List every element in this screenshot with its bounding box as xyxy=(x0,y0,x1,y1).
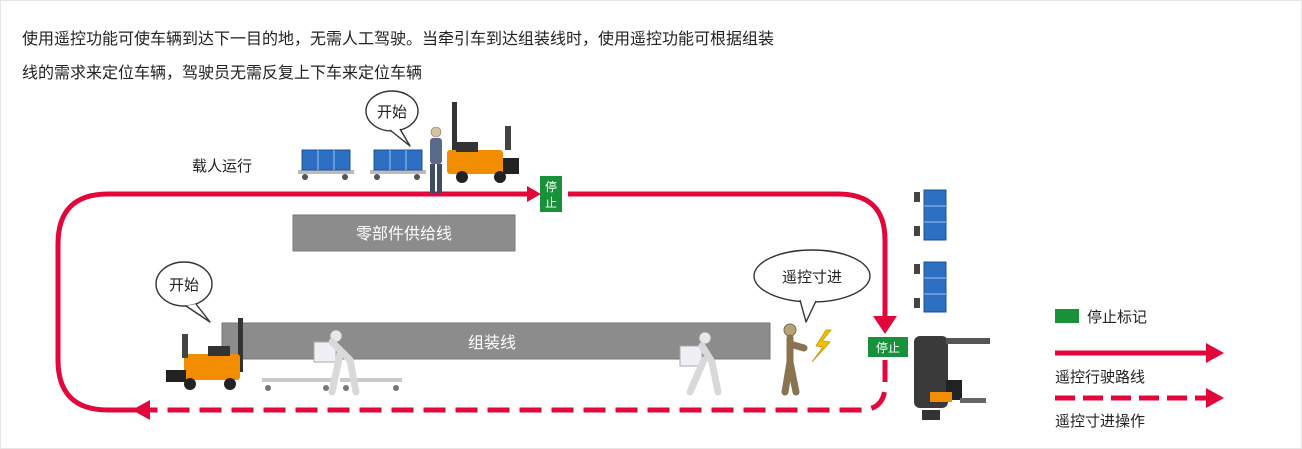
blue-container-cart-icon xyxy=(914,261,947,313)
lightning-signal-icon xyxy=(811,329,832,363)
stop-sign-right: 停止 xyxy=(868,337,908,357)
legend-remote-inching-label: 遥控寸进操作 xyxy=(1055,412,1145,430)
tow-tractor-icon xyxy=(914,336,990,420)
route-right-solid xyxy=(568,191,888,318)
stop-sign-right-label: 停止 xyxy=(876,340,900,355)
legend-stop-mark-label: 停止标记 xyxy=(1087,308,1147,326)
empty-cart-icon xyxy=(340,378,402,391)
remote-inching-arrow xyxy=(1206,388,1224,408)
route-arrow-top xyxy=(527,186,541,202)
start-bubble-left: 开始 xyxy=(155,261,213,323)
manned-running-label: 载人运行 xyxy=(192,157,252,175)
stop-sign-top-char-1: 停 xyxy=(545,179,557,194)
worker-icon xyxy=(313,329,360,396)
remote-route-loop xyxy=(55,191,888,413)
start-bubble-top: 开始 xyxy=(365,90,419,147)
blue-container-cart-icon xyxy=(298,149,354,180)
legend: 停止标记 遥控行驶路线 遥控寸进操作 xyxy=(1055,308,1224,430)
legend-remote-inching: 遥控寸进操作 xyxy=(1055,388,1224,430)
route-bottom-dashed xyxy=(150,360,888,413)
description: 使用遥控功能可使车辆到达下一目的地，无需人工驾驶。当牵引车到达组装线时，使用遥控… xyxy=(22,22,1002,90)
assembly-line-label: 组装线 xyxy=(468,333,516,352)
parts-supply-line: 零部件供给线 xyxy=(292,214,516,252)
description-line-2: 线的需求来定位车辆，驾驶员无需反复上下车来定位车辆 xyxy=(22,63,423,82)
empty-cart-icon xyxy=(262,378,332,391)
legend-remote-route: 遥控行驶路线 xyxy=(1055,343,1224,386)
blue-container-cart-icon xyxy=(370,149,426,180)
route-arrow-down xyxy=(873,316,897,334)
worker-icon xyxy=(679,331,722,396)
route-arrow-left xyxy=(132,400,150,420)
legend-stop-mark: 停止标记 xyxy=(1055,308,1147,326)
blue-container-cart-icon xyxy=(914,189,947,241)
remote-inch-bubble: 遥控寸进 xyxy=(753,249,871,323)
stop-sign-top: 停 止 xyxy=(540,176,562,212)
remote-route-arrow xyxy=(1206,343,1224,363)
legend-remote-route-label: 遥控行驶路线 xyxy=(1055,368,1145,386)
description-line-1: 使用遥控功能可使车辆到达下一目的地，无需人工驾驶。当牵引车到达组装线时，使用遥控… xyxy=(22,29,775,48)
assembly-line: 组装线 xyxy=(221,322,771,360)
start-bubble-top-text: 开始 xyxy=(377,103,407,121)
parts-supply-line-label: 零部件供给线 xyxy=(356,224,452,243)
worker-icon xyxy=(781,323,808,396)
tow-tractor-icon xyxy=(166,318,243,390)
route-top-solid xyxy=(55,191,527,413)
stop-sign-top-char-2: 止 xyxy=(545,196,557,210)
stop-mark-swatch xyxy=(1055,309,1079,323)
tow-tractor-icon xyxy=(447,102,519,183)
start-bubble-left-text: 开始 xyxy=(169,276,199,294)
remote-inch-bubble-text: 遥控寸进 xyxy=(782,268,842,286)
worker-icon xyxy=(430,126,442,194)
